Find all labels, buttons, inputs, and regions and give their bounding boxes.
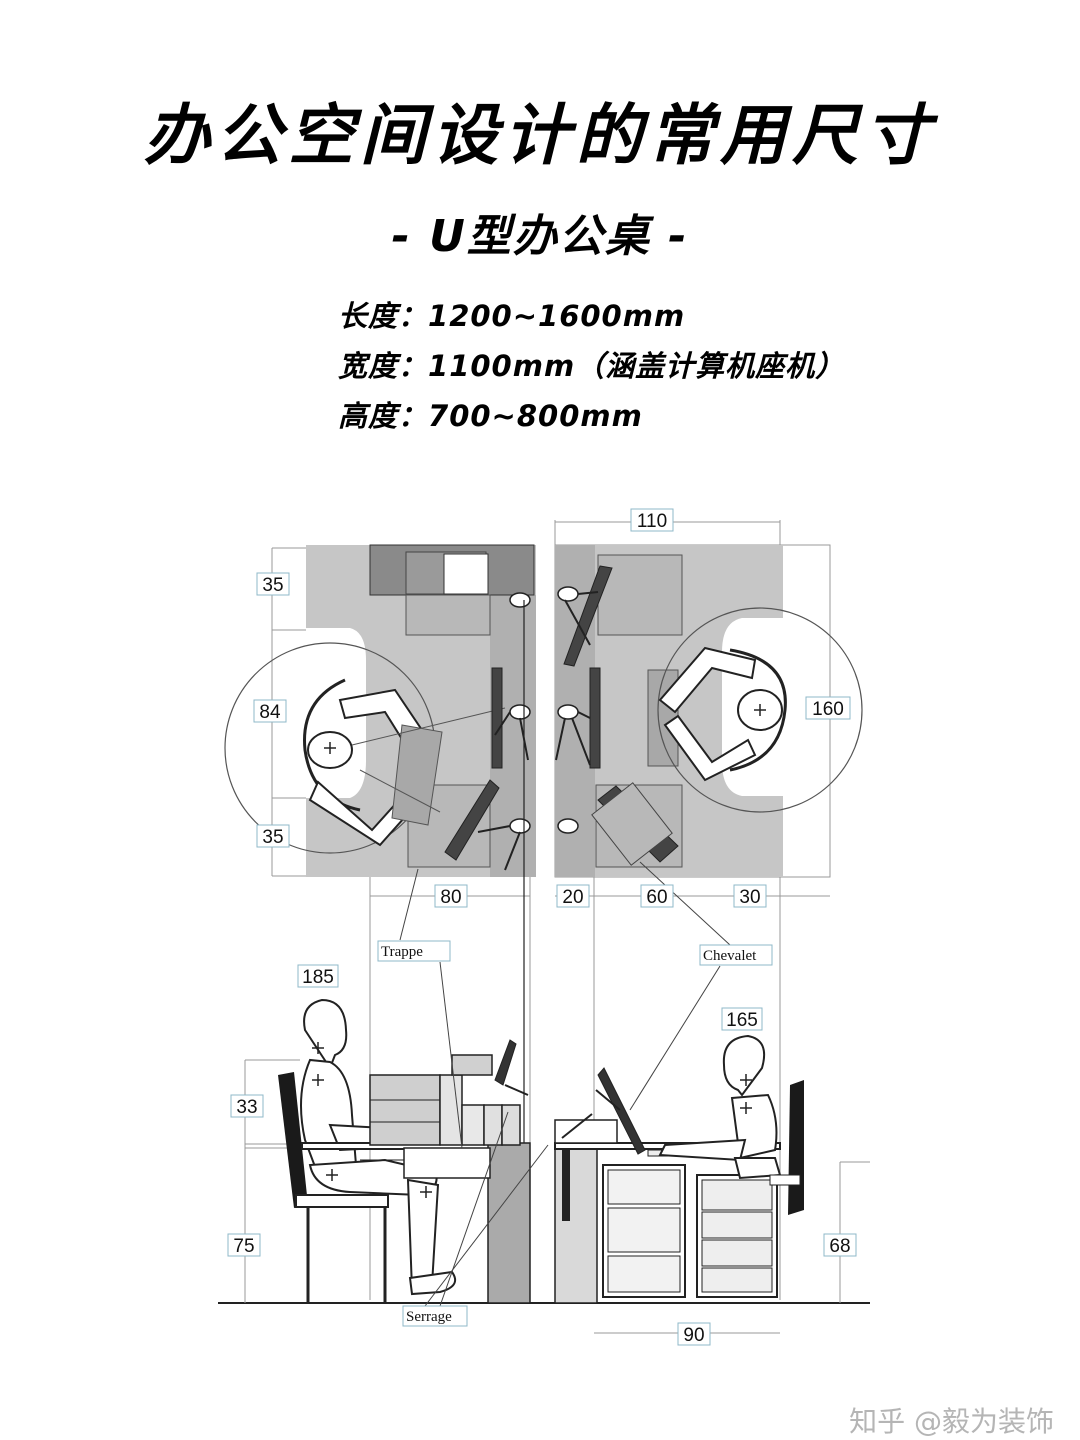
dim-30: 30	[739, 887, 760, 908]
dim-33: 33	[236, 1097, 257, 1118]
u-desk-diagram: 110 35 84 35 160 80 20 60 30 185 165 33 …	[218, 508, 870, 1346]
dim-110: 110	[637, 511, 667, 532]
dim-160: 160	[812, 699, 844, 720]
spec-width: 宽度：1100mm（涵盖计算机座机）	[338, 349, 846, 383]
dim-35-top: 35	[262, 575, 283, 596]
dim-20: 20	[562, 887, 583, 908]
left-person-top	[303, 678, 506, 847]
dim-165: 165	[726, 1010, 758, 1031]
page-subtitle: - U型办公桌 -	[391, 211, 689, 262]
dim-84: 84	[259, 702, 281, 723]
tag-trappe: Trappe	[381, 944, 423, 960]
tag-serrage: Serrage	[406, 1309, 452, 1325]
dim-80: 80	[440, 887, 461, 908]
dim-90: 90	[683, 1325, 704, 1346]
dim-35-bottom: 35	[262, 827, 283, 848]
watermark: 知乎 @毅为装饰	[849, 1405, 1054, 1438]
plan-view	[224, 520, 863, 1300]
dimension-labels: 110 35 84 35 160 80 20 60 30 185 165 33 …	[227, 508, 857, 1346]
spec-list: 长度：1200~1600mm 宽度：1100mm（涵盖计算机座机） 高度：700…	[338, 294, 845, 444]
dim-68: 68	[829, 1236, 850, 1257]
plan-monitors	[444, 565, 679, 866]
dim-75: 75	[233, 1236, 254, 1257]
elevation-view	[218, 704, 870, 1334]
left-chair	[278, 1072, 389, 1303]
right-person-side	[658, 1034, 782, 1180]
page-title: 办公空间设计的常用尺寸	[144, 97, 936, 174]
dim-185: 185	[302, 967, 334, 988]
spec-length: 长度：1200~1600mm	[338, 299, 686, 333]
right-chair	[769, 1080, 804, 1215]
dim-60: 60	[646, 887, 667, 908]
spec-height: 高度：700~800mm	[338, 399, 643, 433]
tag-chevalet: Chevalet	[703, 948, 757, 964]
